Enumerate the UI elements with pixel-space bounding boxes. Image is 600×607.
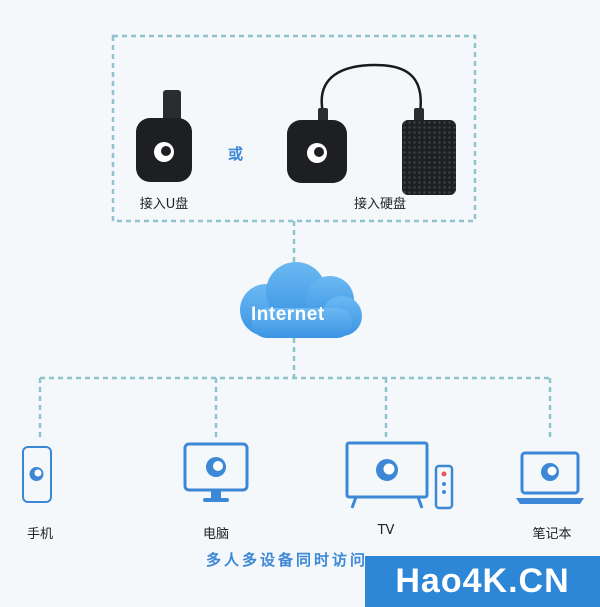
- tv-icon: [345, 441, 454, 510]
- phone-logo-icon: [29, 467, 44, 481]
- desktop-monitor-icon: [183, 442, 249, 502]
- router-device-usb: [136, 118, 192, 182]
- remote-control-icon: [434, 464, 454, 510]
- router-device-hdd: [287, 120, 347, 183]
- hard-drive: [402, 120, 456, 195]
- router-logo-icon: [154, 142, 174, 162]
- cloud-icon: [240, 262, 362, 338]
- laptop-icon: [516, 451, 584, 504]
- cable-plug-right: [414, 108, 424, 122]
- device-label-tv: TV: [377, 523, 395, 538]
- router-logo-icon: [307, 143, 327, 163]
- hdd-label: 接入硬盘: [353, 197, 406, 212]
- storage-dashed-box: [111, 34, 477, 223]
- device-label-laptop: 笔记本: [532, 527, 572, 542]
- cable-plug-left: [318, 108, 328, 122]
- footer-caption: 多人多设备同时访问: [206, 551, 369, 569]
- device-label-phone: 手机: [26, 527, 53, 542]
- hdd-cable: [320, 63, 423, 114]
- device-label-desktop: 电脑: [202, 527, 229, 542]
- internet-label: Internet: [251, 304, 325, 325]
- usb-label: 接入U盘: [139, 197, 189, 212]
- usb-stick: [163, 90, 181, 124]
- or-label: 或: [228, 145, 244, 163]
- watermark-logo: Hao4K.CN: [365, 556, 600, 607]
- phone-icon: [22, 446, 52, 503]
